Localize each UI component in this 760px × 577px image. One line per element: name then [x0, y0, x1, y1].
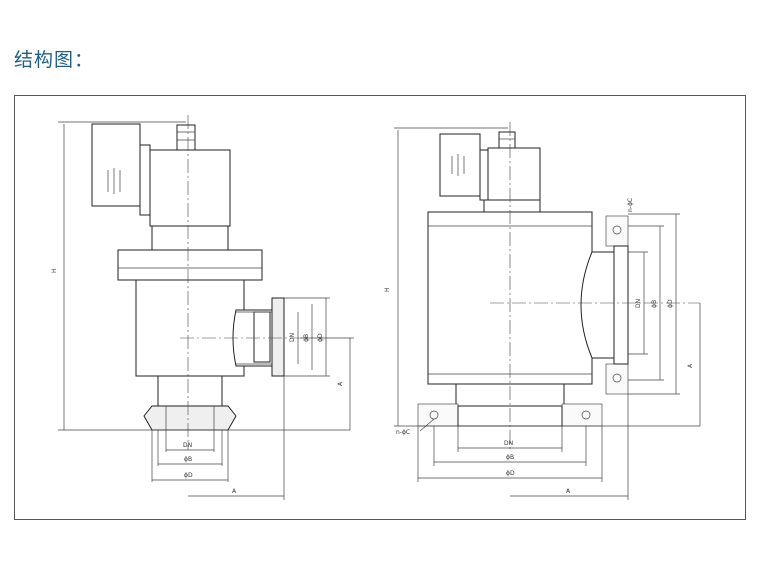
right-side-c-label: n-ϕC: [627, 198, 634, 212]
left-dim-a-vertical-label: A: [337, 381, 344, 386]
right-bottom-b-label: ϕB: [506, 454, 514, 461]
right-dim-h-label: H: [384, 287, 391, 292]
left-top-flange: [117, 249, 263, 281]
left-bottom-b-label: ϕB: [184, 456, 192, 463]
right-bottom-c-label: n-ϕC: [396, 429, 410, 436]
right-bottom-d-label: ϕD: [506, 470, 515, 477]
right-dim-a-vertical-label: A: [687, 363, 694, 368]
left-bottom-neck: [157, 375, 223, 407]
right-bottom-a-label: A: [566, 488, 571, 495]
right-side-flange-bottom: [605, 363, 629, 395]
left-bottom-a-label: A: [232, 488, 237, 495]
left-coil-box: [91, 123, 141, 207]
left-side-dn-label: DN: [289, 333, 296, 342]
right-side-b-label: ϕB: [651, 300, 658, 308]
right-bolt-hole-right: [581, 410, 591, 420]
left-bottom-flange: [143, 405, 237, 431]
page-heading: 结构图：: [14, 49, 95, 71]
left-dim-h-label: H: [51, 268, 58, 273]
right-side-d-label: ϕD: [667, 299, 674, 308]
right-actuator-body: [487, 147, 541, 201]
left-side-b-label: ϕB: [303, 334, 310, 342]
left-actuator-neck: [151, 225, 229, 251]
left-valve-view: H A DN ϕB ϕD DN ϕB ϕD A: [51, 115, 354, 500]
left-side-d-label: ϕD: [317, 333, 324, 342]
right-side-flange-top: [605, 215, 629, 247]
right-side-dn-label: DN: [635, 299, 642, 308]
left-bottom-d-label: ϕD: [184, 472, 193, 479]
left-side-flange: [271, 297, 285, 377]
drawing-frame: [14, 95, 746, 520]
right-coil-box: [439, 133, 481, 197]
left-solenoid-nut: [176, 124, 196, 151]
left-valve-body: [135, 279, 245, 377]
right-bottom-dn-label: DN: [504, 440, 513, 447]
left-actuator-body: [149, 149, 231, 227]
left-coil-neck: [139, 144, 151, 216]
right-side-port: [580, 251, 615, 359]
left-bottom-dn-label: DN: [183, 442, 192, 449]
right-valve-view: H A DN ϕB ϕD n-ϕC DN ϕB ϕD n-ϕC: [384, 122, 701, 500]
